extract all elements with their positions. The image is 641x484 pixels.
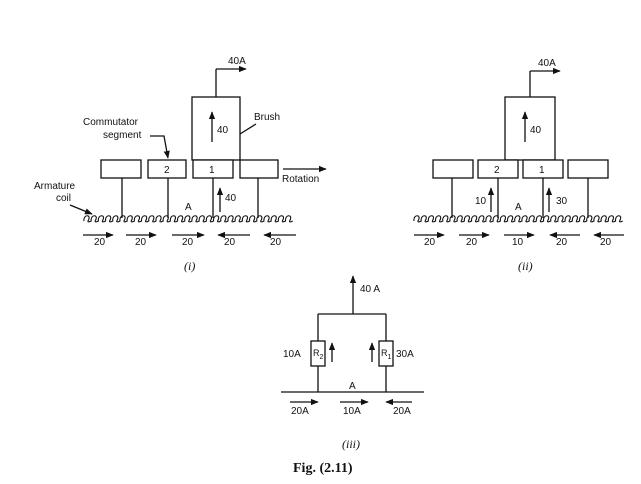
figure-caption: Fig. (2.11): [293, 461, 353, 476]
r1-label: R1: [381, 348, 392, 361]
brush-current-inside-ii: 40: [530, 125, 542, 136]
panel-i: 40A 40 Brush 2 1 Commutator segment Rota…: [34, 56, 327, 273]
r2-label: R2: [313, 348, 324, 361]
panel-tag-ii: (ii): [518, 259, 533, 273]
commutator-segment-ii-d: [567, 159, 609, 179]
point-a-label-ii: A: [515, 202, 522, 213]
bottom-current-iii-3: 20A: [393, 406, 411, 417]
coil-current-ii-4: 20: [556, 237, 568, 248]
right-current-iii: 30A: [396, 349, 414, 360]
riser-current-i: 40: [225, 193, 237, 204]
segment-2-label-i: 2: [164, 165, 170, 176]
commutator-segment-i-a: [100, 159, 142, 179]
commutator-label-line2-i: segment: [103, 130, 142, 141]
brush-current-top-i: 40A: [228, 56, 246, 67]
coil-current-i-5: 20: [270, 237, 282, 248]
total-current-iii: 40 A: [360, 284, 380, 295]
point-a-label-iii: A: [349, 381, 356, 392]
coil-current-ii-2: 20: [466, 237, 478, 248]
coil-current-i-3: 20: [182, 237, 194, 248]
commutator-segment-ii-a: [432, 159, 474, 179]
commutator-leader-i: [150, 135, 170, 159]
armature-label-line2-i: coil: [56, 193, 71, 204]
panel-ii: 40A 40 2 1 10 30 A 20 20 10 20 20 (ii): [413, 58, 624, 273]
coil-current-i-1: 20: [94, 237, 106, 248]
coil-current-i-2: 20: [135, 237, 147, 248]
bottom-current-iii-1: 20A: [291, 406, 309, 417]
riser-current-ii-right: 30: [556, 196, 568, 207]
left-current-iii: 10A: [283, 349, 301, 360]
brush-leader-i: [239, 123, 257, 135]
brush-current-inside-i: 40: [217, 125, 229, 136]
commutator-segment-i-d: [239, 159, 279, 179]
segment-2-label-ii: 2: [494, 165, 500, 176]
coil-current-ii-3: 10: [512, 237, 524, 248]
panel-iii: 40 A R2 R1 10A 30A A 20A 10A 20A (iii): [281, 275, 424, 451]
brush-i: [191, 96, 241, 161]
rotation-label-i: Rotation: [282, 174, 319, 185]
coil-current-i-4: 20: [224, 237, 236, 248]
coil-current-ii-1: 20: [424, 237, 436, 248]
panel-tag-i: (i): [184, 259, 195, 273]
commutator-label-line1-i: Commutator: [83, 117, 139, 128]
armature-coil-ii: [413, 215, 624, 223]
riser-current-ii-left: 10: [475, 196, 487, 207]
bottom-current-iii-2: 10A: [343, 406, 361, 417]
brush-current-top-ii: 40A: [538, 58, 556, 69]
coil-current-ii-5: 20: [600, 237, 612, 248]
brush-label-i: Brush: [254, 112, 280, 123]
panel-tag-iii: (iii): [342, 437, 360, 451]
point-a-label-i: A: [185, 202, 192, 213]
segment-1-label-i: 1: [209, 165, 215, 176]
commutator-segment-i-2: [147, 159, 187, 179]
armature-label-line1-i: Armature: [34, 181, 76, 192]
segment-1-label-ii: 1: [539, 165, 545, 176]
armature-leader-i: [69, 204, 93, 215]
armature-coil-i: [83, 215, 294, 223]
